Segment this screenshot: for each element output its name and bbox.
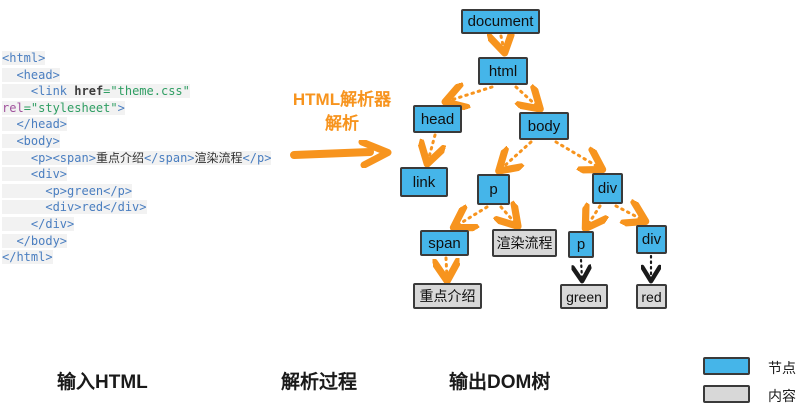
parser-annotation: HTML解析器 解析 [282, 88, 402, 136]
tree-node-div-2: div [636, 225, 667, 254]
code-line: <body> [2, 133, 271, 150]
tree-node-p-2: p [568, 231, 594, 258]
edge-html-to-body [516, 87, 538, 107]
edge-html-to-head [448, 87, 494, 101]
legend-node-swatch [703, 357, 750, 375]
tree-node-div-1: div [592, 173, 623, 204]
edge-p-2-to-green-text [581, 258, 582, 279]
code-line: </html> [2, 250, 53, 265]
code-line: <head> [2, 67, 271, 84]
edge-div-1-to-div-2 [614, 206, 643, 220]
edge-body-to-p-1 [501, 140, 533, 169]
code-line: <div> [2, 166, 271, 183]
edge-body-to-div-1 [554, 140, 600, 168]
legend-content-swatch [703, 385, 750, 403]
caption-parse-process: 解析过程 [281, 372, 358, 393]
edge-p-1-to-span [456, 207, 489, 226]
tree-content-render-text: 渲染流程 [492, 229, 557, 257]
code-line: <link href="theme.css" [2, 83, 271, 100]
tree-node-link: link [400, 167, 448, 197]
parser-label-line2: 解析 [325, 114, 359, 133]
code-line: <html> [2, 51, 46, 65]
code-line: </head> [2, 116, 271, 133]
code-line: <p><span>重点介绍</span>渲染流程</p> [2, 150, 272, 167]
tree-content-red-text: red [636, 284, 667, 309]
edge-p-1-to-render-text [501, 207, 516, 224]
edge-span-to-intro-text [446, 256, 447, 278]
parser-arrow-icon [290, 140, 392, 168]
tree-node-document: document [461, 9, 540, 34]
caption-output-dom-tree: 输出DOM树 [449, 372, 551, 393]
tree-node-p-1: p [477, 174, 510, 205]
edge-div-1-to-p-2 [587, 206, 600, 226]
legend-node-label: 节点 [768, 360, 796, 376]
code-line: <p>green</p> [2, 183, 271, 200]
parser-label-line1: HTML解析器 [292, 90, 392, 109]
tree-content-intro-text: 重点介绍 [413, 283, 482, 309]
legend-content-label: 内容 [768, 388, 796, 404]
code-line: <div>red</div> [2, 199, 271, 216]
tree-node-body: body [519, 112, 569, 140]
code-line: rel="stylesheet"> [2, 100, 125, 115]
code-line: </body> [2, 233, 271, 250]
tree-node-html: html [478, 57, 528, 85]
caption-input-html: 输入HTML [57, 372, 148, 393]
tree-node-span: span [420, 230, 469, 256]
code-line: </div> [2, 216, 271, 233]
edge-document-to-html [501, 36, 504, 50]
tree-node-head: head [413, 105, 462, 133]
edge-head-to-link [428, 133, 435, 161]
html-source-code: <html> <head> <link href="theme.css"rel=… [2, 50, 272, 266]
tree-content-green-text: green [560, 284, 608, 309]
